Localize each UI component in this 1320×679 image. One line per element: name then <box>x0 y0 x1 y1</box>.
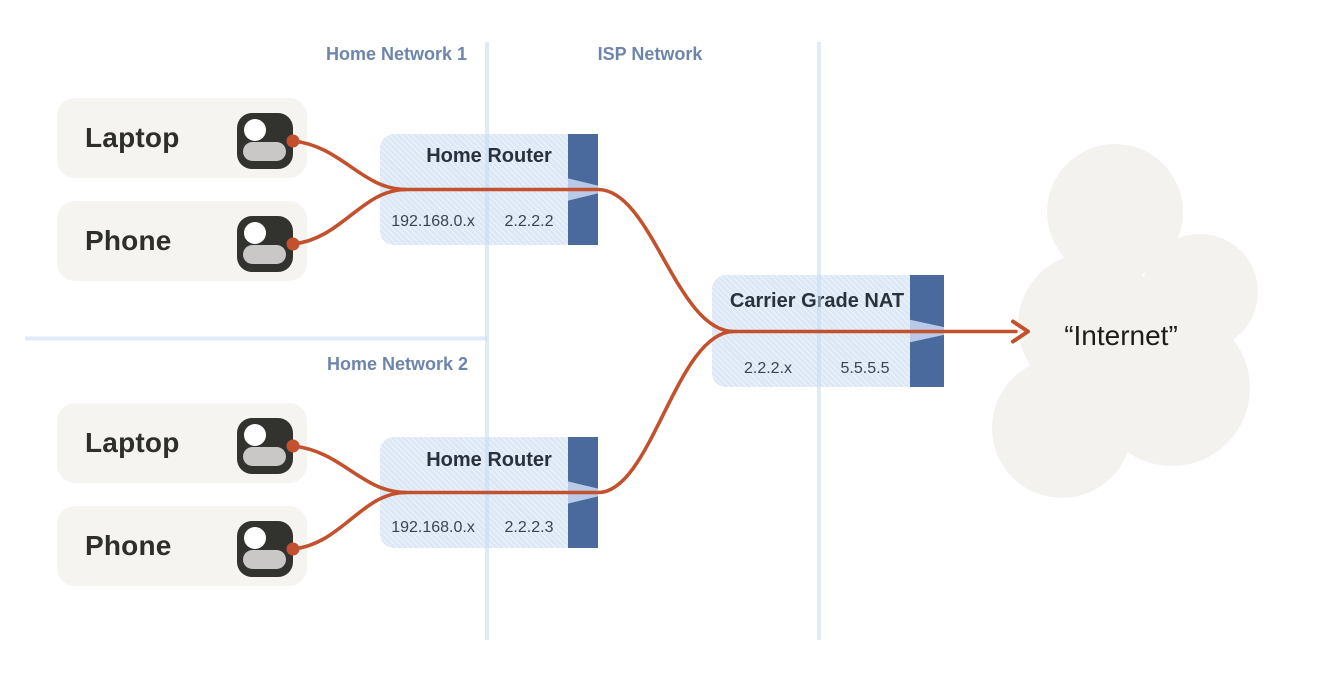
icon-body-pill <box>243 142 286 161</box>
router-wan-ip: 2.2.2.2 <box>504 213 554 230</box>
icon-body-pill <box>243 550 286 569</box>
home-router-2-node: Home Router 192.168.0.x 2.2.2.3 <box>380 437 598 548</box>
device-label: Phone <box>85 530 172 561</box>
cloud-bump <box>992 358 1132 498</box>
section-label-home-network-2: Home Network 2 <box>326 354 468 374</box>
home-router-1-node: Home Router 192.168.0.x 2.2.2.2 <box>380 134 598 245</box>
device-label: Laptop <box>85 427 180 458</box>
router-lan-ip: 192.168.0.x <box>391 519 475 536</box>
icon-body-pill <box>243 447 286 466</box>
carrier-grade-nat-node: Carrier Grade NAT 2.2.2.x 5.5.5.5 <box>712 275 944 387</box>
internet-label: “Internet” <box>1064 320 1178 351</box>
router-lan-ip: 192.168.0.x <box>391 213 475 230</box>
device-label: Laptop <box>85 122 180 153</box>
user-device-icon <box>237 418 293 474</box>
device-node-laptop-1: Laptop <box>57 98 307 178</box>
nat-wan-ip: 5.5.5.5 <box>840 360 890 377</box>
icon-head-circle <box>244 527 266 549</box>
user-device-icon <box>237 216 293 272</box>
device-node-phone-1: Phone <box>57 201 307 281</box>
icon-body-pill <box>243 245 286 264</box>
section-label-isp-network: ISP Network <box>597 44 703 64</box>
router-wan-ip: 2.2.2.3 <box>504 519 554 536</box>
section-label-home-network-1: Home Network 1 <box>325 44 467 64</box>
cloud-bump <box>1047 144 1183 280</box>
nat-lan-ip: 2.2.2.x <box>743 360 793 377</box>
user-device-icon <box>237 521 293 577</box>
arrowhead-to-internet <box>1011 319 1030 344</box>
node-title: Home Router <box>426 449 552 471</box>
device-node-laptop-2: Laptop <box>57 403 307 483</box>
user-device-icon <box>237 113 293 169</box>
node-title: Home Router <box>426 145 552 167</box>
icon-head-circle <box>244 119 266 141</box>
icon-head-circle <box>244 222 266 244</box>
device-label: Phone <box>85 225 172 256</box>
node-title: Carrier Grade NAT <box>729 290 905 312</box>
icon-head-circle <box>244 424 266 446</box>
device-node-phone-2: Phone <box>57 506 307 586</box>
